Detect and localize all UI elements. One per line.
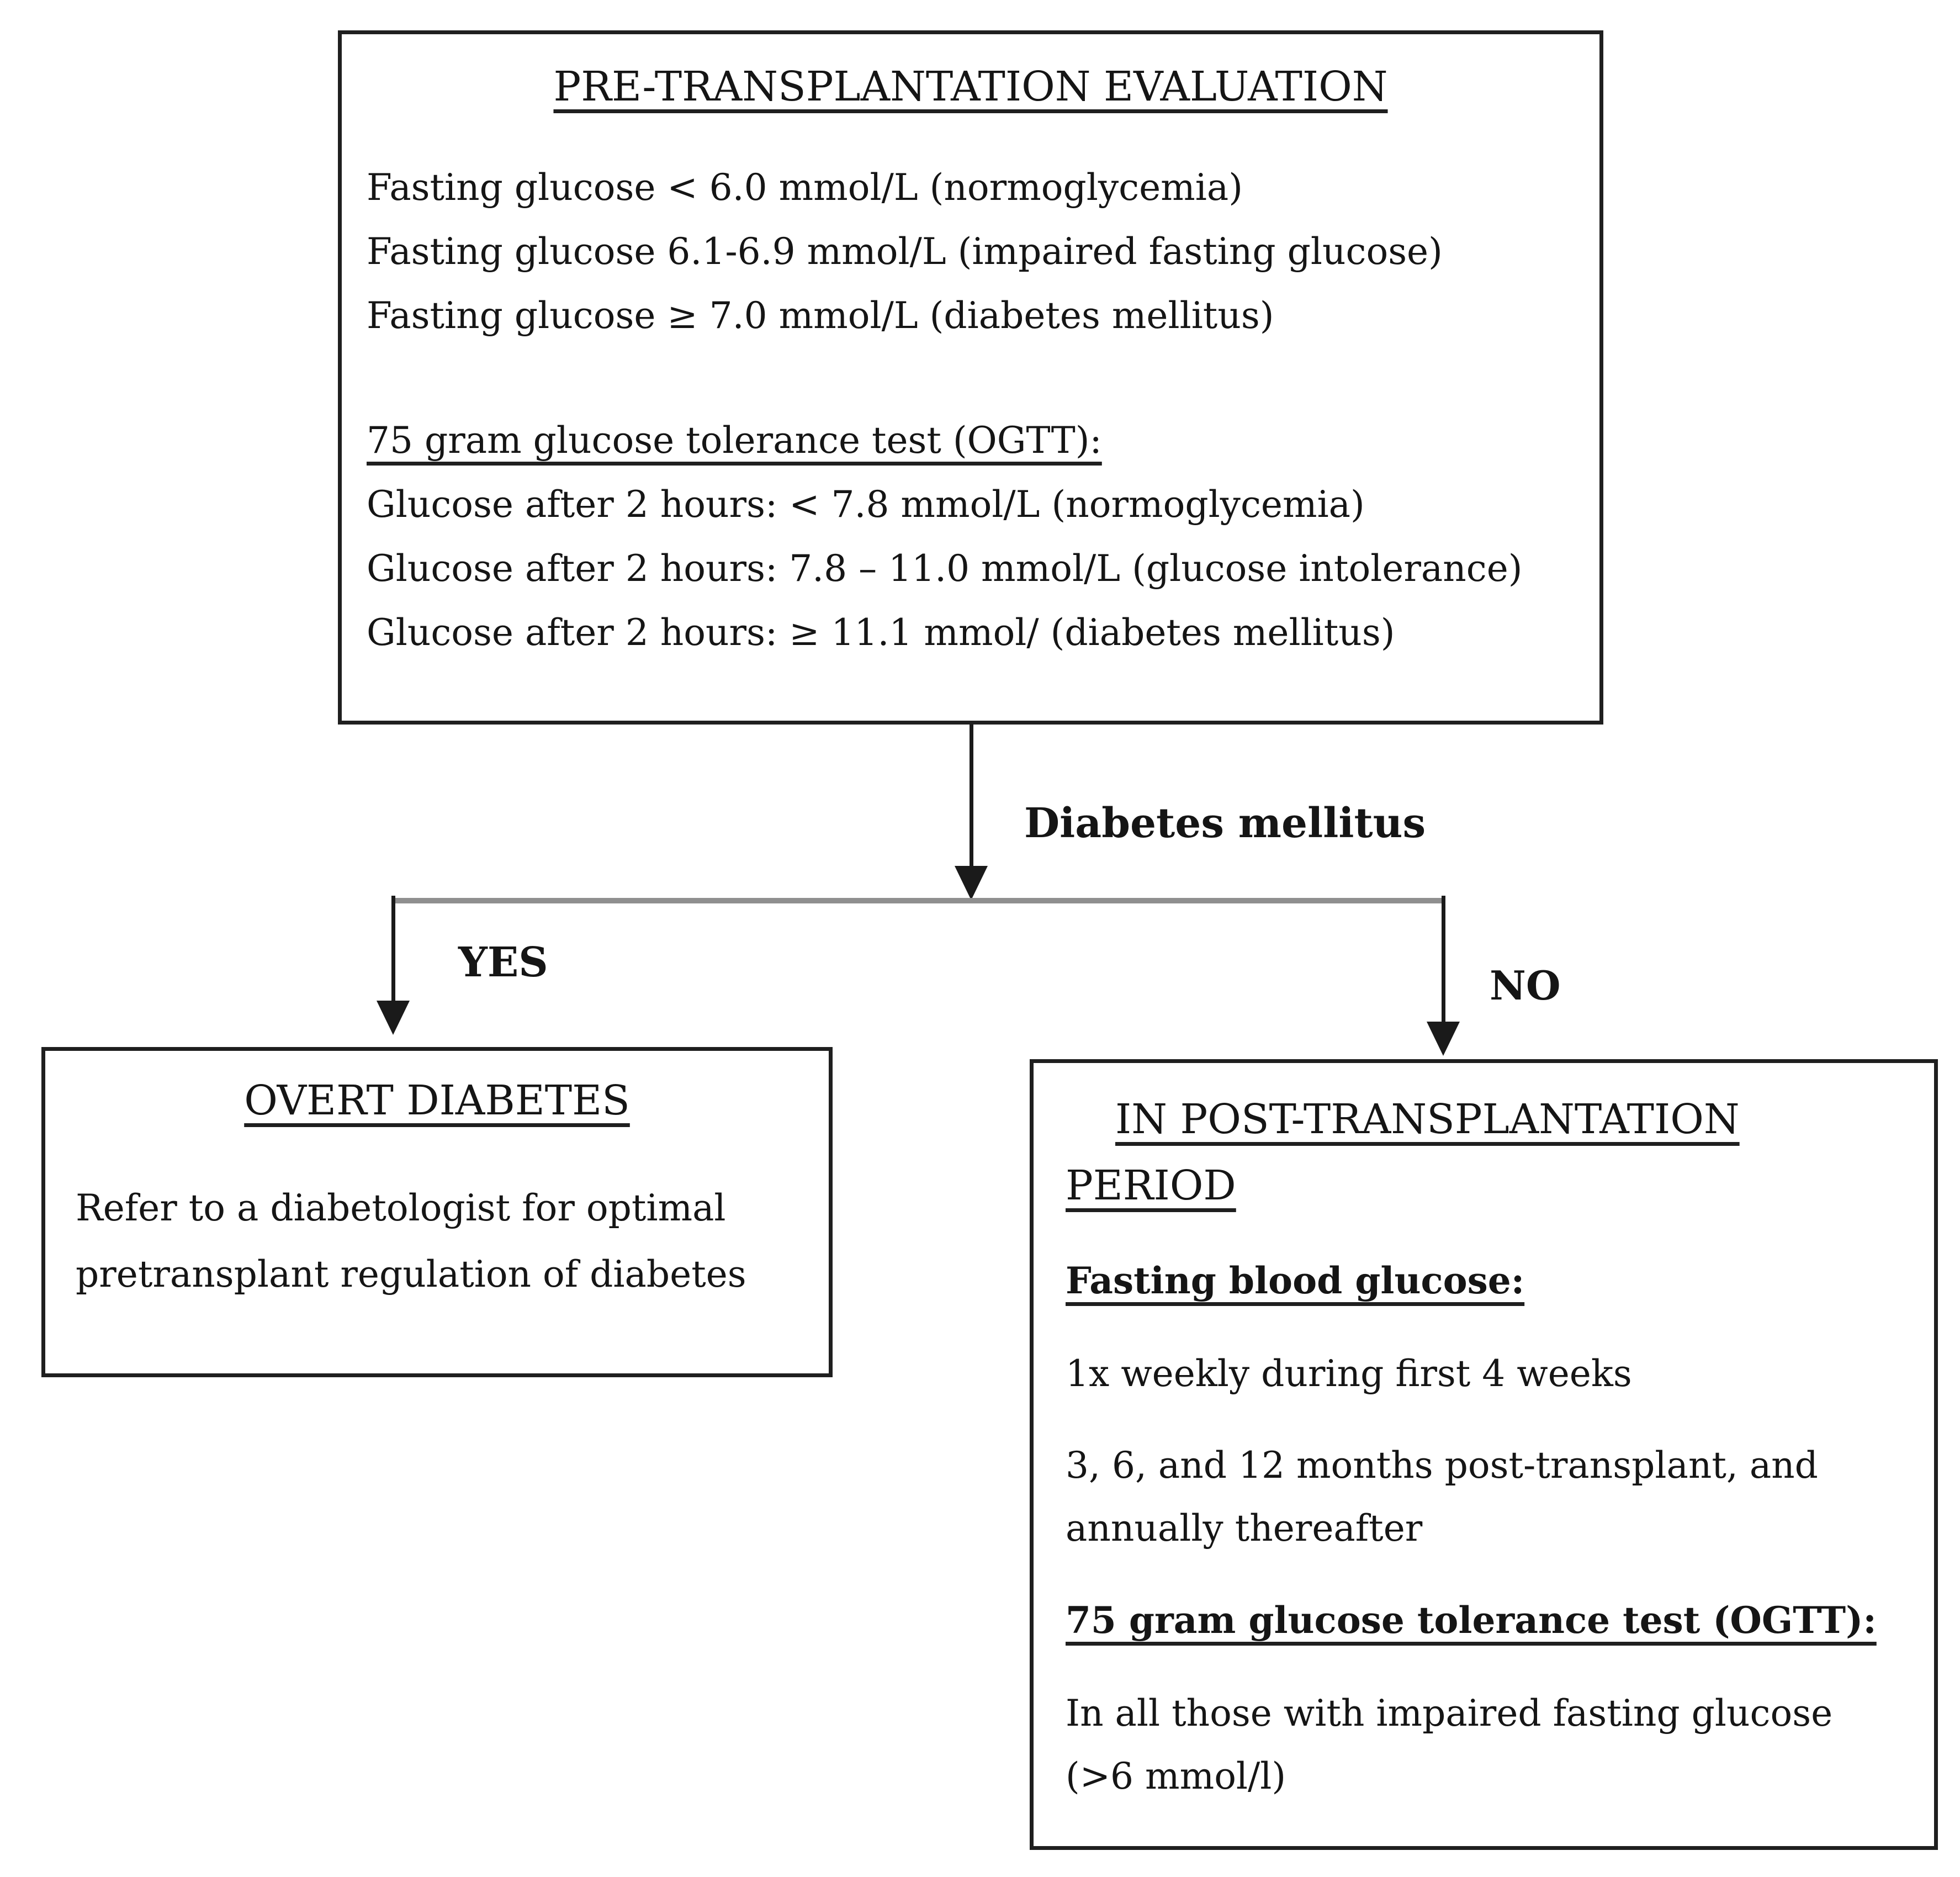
fbg-schedule-line: 1x weekly during first 4 weeks xyxy=(1066,1352,1632,1395)
no-branch-line xyxy=(1442,896,1445,1025)
post-ogtt-heading-text: 75 gram glucose tolerance test (OGTT): xyxy=(1066,1599,1877,1642)
branch-connector-bar xyxy=(393,898,1445,903)
ogtt-criteria-group: Glucose after 2 hours: < 7.8 mmol/L (nor… xyxy=(367,473,1575,665)
down-arrow-icon xyxy=(1427,1022,1460,1056)
pre-ogtt-heading: 75 gram glucose tolerance test (OGTT): xyxy=(367,409,1575,473)
fasting-blood-glucose-heading: Fasting blood glucose: xyxy=(1066,1249,1902,1312)
no-label: NO xyxy=(1490,962,1561,1009)
post-box-title-line2-text: PERIOD xyxy=(1066,1162,1236,1209)
overt-box-title-text: OVERT DIABETES xyxy=(244,1077,630,1124)
fbg-schedule-wrap-line: annually thereafter xyxy=(1066,1507,1423,1550)
fasting-criteria-line: Fasting glucose < 6.0 mmol/L (normoglyce… xyxy=(367,166,1243,209)
down-arrow-icon xyxy=(955,866,988,900)
overt-box-body: Refer to a diabetologist for optimal pre… xyxy=(76,1175,798,1308)
overt-box-title: OVERT DIABETES xyxy=(76,1070,798,1131)
pre-ogtt-heading-text: 75 gram glucose tolerance test (OGTT): xyxy=(367,419,1102,462)
ogtt-criteria-line: Glucose after 2 hours: ≥ 11.1 mmol/ (dia… xyxy=(367,611,1395,654)
overt-box-text-line: pretransplant regulation of diabetes xyxy=(76,1253,746,1296)
yes-branch-line xyxy=(391,896,395,1004)
ogtt-criteria-line: Glucose after 2 hours: 7.8 – 11.0 mmol/L… xyxy=(367,547,1523,590)
post-box-title: IN POST-TRANSPLANTATION PERIOD xyxy=(1066,1086,1902,1219)
post-transplantation-box: IN POST-TRANSPLANTATION PERIOD Fasting b… xyxy=(1030,1059,1938,1850)
post-ogtt-wrap-line: (>6 mmol/l) xyxy=(1066,1755,1286,1797)
fbg-schedule-wrap-line: 3, 6, and 12 months post-transplant, and xyxy=(1066,1444,1818,1487)
fasting-criteria-line: Fasting glucose 6.1-6.9 mmol/L (impaired… xyxy=(367,230,1443,273)
yes-label: YES xyxy=(458,939,548,986)
decision-label: Diabetes mellitus xyxy=(1024,800,1426,847)
overt-box-text-line: Refer to a diabetologist for optimal xyxy=(76,1187,726,1229)
decision-stem-line xyxy=(970,725,973,869)
fasting-criteria-group: Fasting glucose < 6.0 mmol/L (normoglyce… xyxy=(367,156,1575,348)
fasting-criteria-line: Fasting glucose ≥ 7.0 mmol/L (diabetes m… xyxy=(367,294,1274,337)
overt-diabetes-box: OVERT DIABETES Refer to a diabetologist … xyxy=(41,1047,833,1377)
down-arrow-icon xyxy=(377,1001,410,1035)
post-box-title-line2: PERIOD xyxy=(1066,1152,1902,1219)
pre-box-title-text: PRE-TRANSPLANTATION EVALUATION xyxy=(553,63,1388,110)
post-box-title-line1: IN POST-TRANSPLANTATION xyxy=(1066,1086,1902,1152)
ogtt-criteria-line: Glucose after 2 hours: < 7.8 mmol/L (nor… xyxy=(367,483,1365,526)
pre-transplantation-box: PRE-TRANSPLANTATION EVALUATION Fasting g… xyxy=(338,30,1603,725)
fasting-blood-glucose-heading-text: Fasting blood glucose: xyxy=(1066,1259,1525,1302)
post-ogtt-heading: 75 gram glucose tolerance test (OGTT): xyxy=(1066,1589,1902,1652)
post-ogtt-wrap-line: In all those with impaired fasting gluco… xyxy=(1066,1692,1833,1735)
post-box-title-line1-text: IN POST-TRANSPLANTATION xyxy=(1115,1096,1740,1143)
fbg-schedule-paragraph: 3, 6, and 12 months post-transplant, and… xyxy=(1066,1434,1902,1560)
post-ogtt-paragraph: In all those with impaired fasting gluco… xyxy=(1066,1682,1902,1808)
pre-box-title: PRE-TRANSPLANTATION EVALUATION xyxy=(367,56,1575,117)
